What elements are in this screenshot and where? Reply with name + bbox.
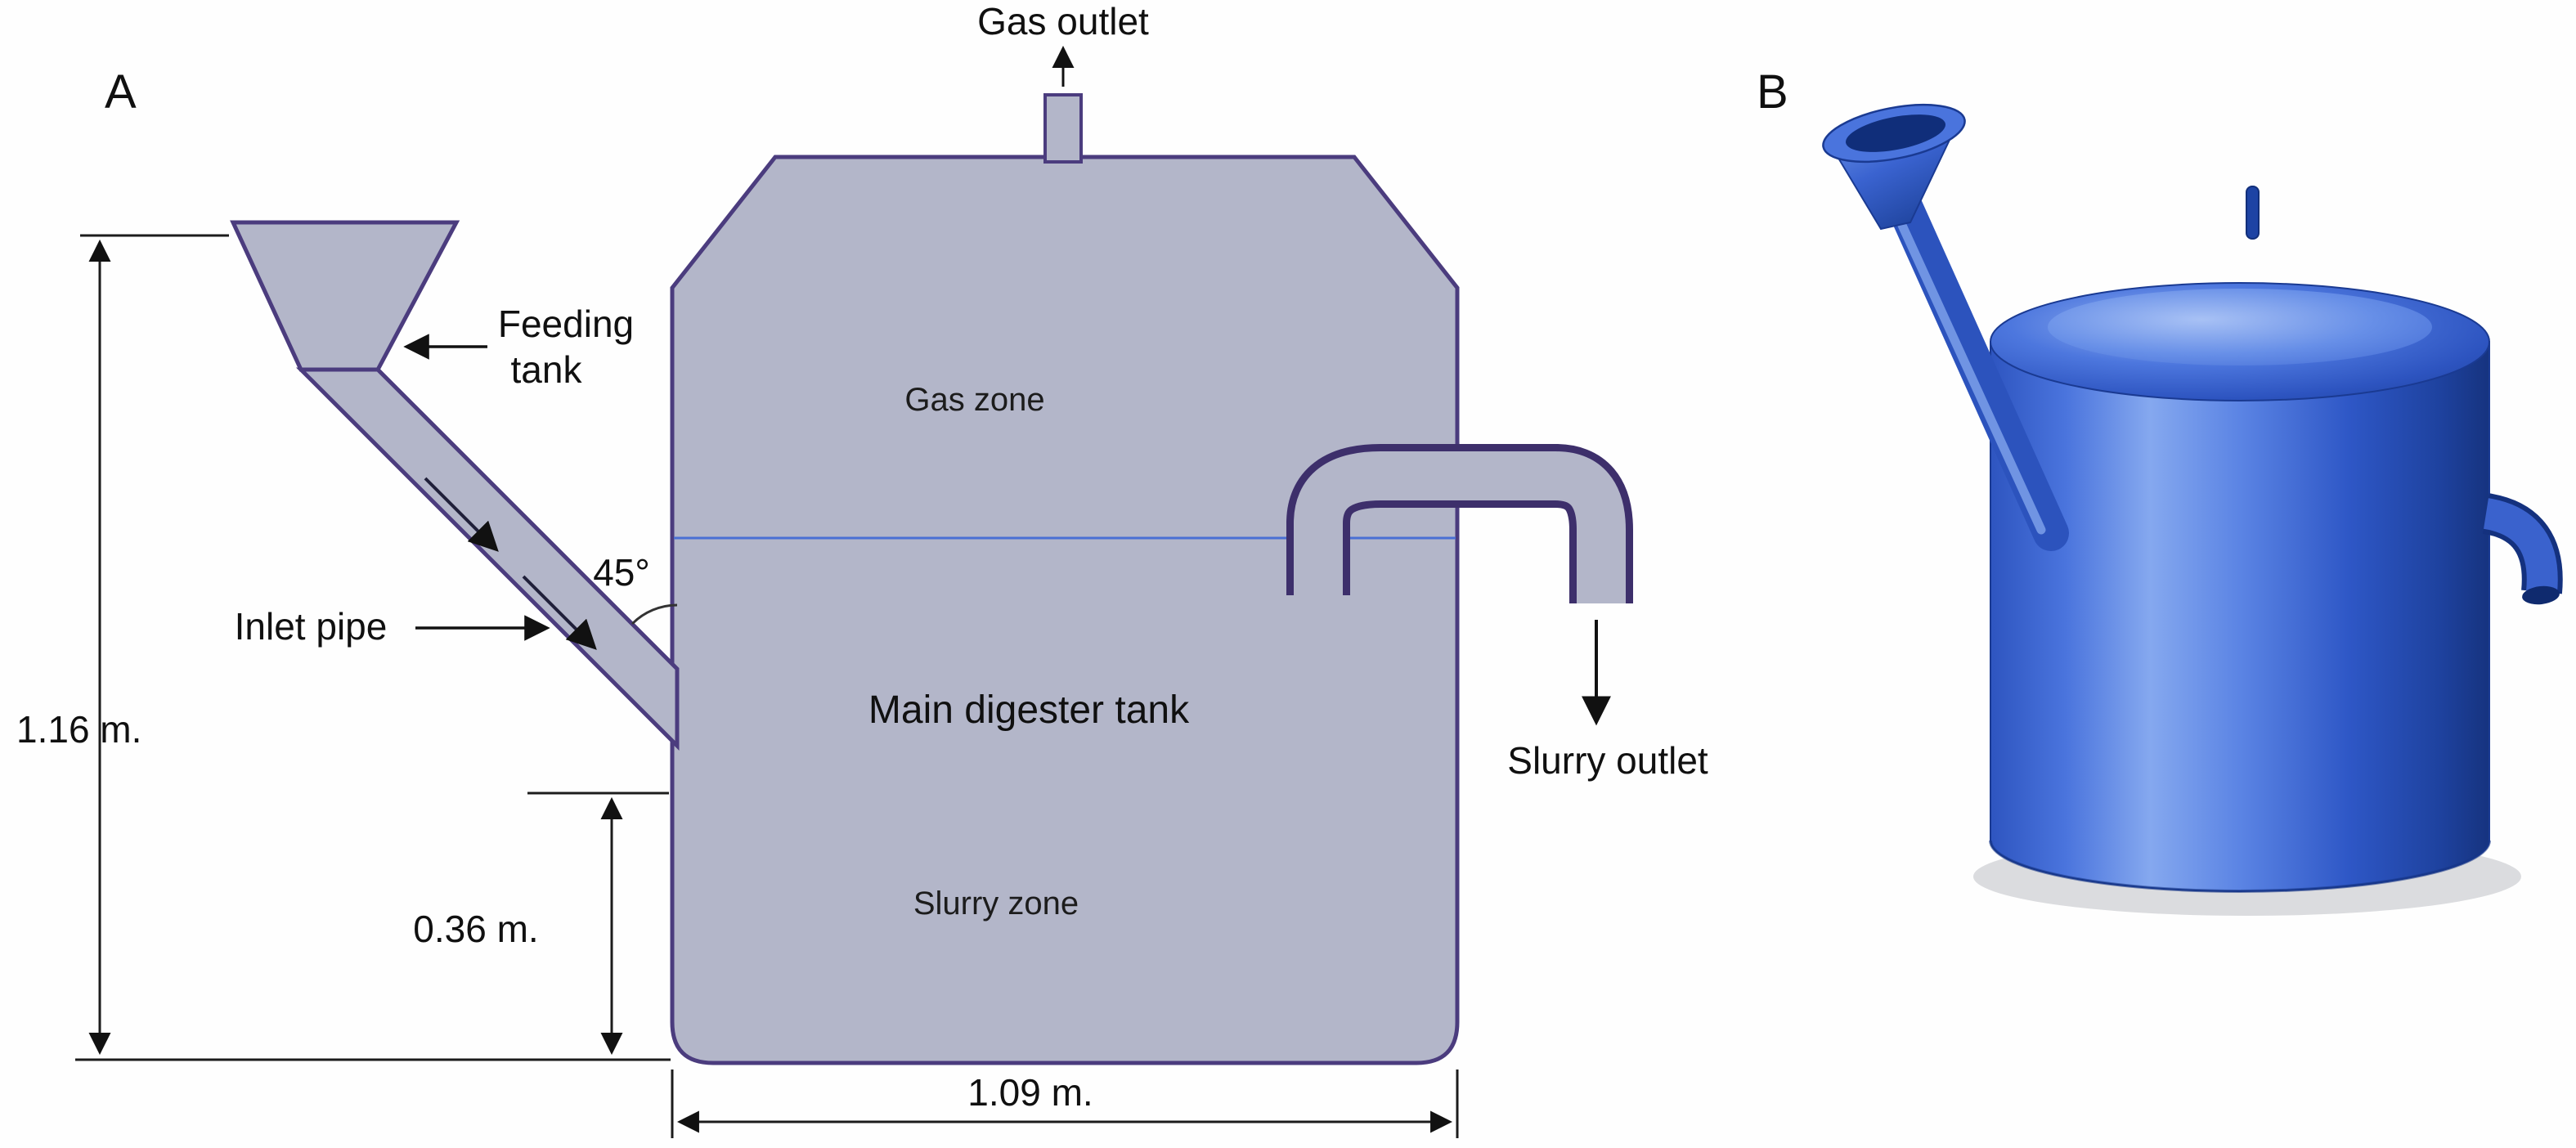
slurry-outlet-pipe-fill <box>1294 451 1626 603</box>
slurry-outlet-label: Slurry outlet <box>1507 739 1708 782</box>
panel-a: A Gas outlet 45° Feeding tank Gas zone M… <box>16 0 1708 1138</box>
digester-tank-body <box>670 155 1460 1065</box>
panel-b: B <box>1757 65 2563 916</box>
tank-3d-body <box>1990 341 2490 892</box>
gas-outlet-label: Gas outlet <box>977 0 1149 43</box>
feeding-tank-label-line2: tank <box>511 348 583 391</box>
inlet-pipe <box>295 367 680 751</box>
tank-3d-lid-top <box>2048 289 2432 365</box>
panel-a-label: A <box>105 65 137 119</box>
tank-3d-gas-nozzle <box>2246 186 2260 240</box>
tank-3d-outlet-elbow-end <box>2522 585 2560 605</box>
tank-3d-bottom-rim <box>1989 840 2491 893</box>
angle-arc <box>631 603 678 626</box>
flow-arrow-icon <box>424 477 499 552</box>
tank-3d-feed-pipe <box>1887 191 2069 551</box>
main-digester-tank-label: Main digester tank <box>868 688 1190 732</box>
angle-label: 45° <box>593 551 650 594</box>
tank-3d-feed-pipe-highlight <box>1891 206 2046 535</box>
dim-width-label: 1.09 m. <box>967 1071 1093 1114</box>
slurry-zone-label: Slurry zone <box>913 886 1079 922</box>
tank-3d-funnel-opening <box>1846 114 1945 152</box>
dim-slurry-label: 0.36 m. <box>413 908 538 950</box>
gas-outlet-nozzle <box>1043 93 1083 164</box>
inlet-pipe-label: Inlet pipe <box>235 605 388 648</box>
tank-3d-outlet-elbow <box>2483 498 2558 594</box>
flow-arrow-icon <box>522 575 597 650</box>
feeding-tank-label-line1: Feeding <box>498 303 634 345</box>
panel-b-label: B <box>1757 65 1788 119</box>
gas-zone-label: Gas zone <box>904 382 1044 418</box>
dim-height-label: 1.16 m. <box>16 708 141 751</box>
